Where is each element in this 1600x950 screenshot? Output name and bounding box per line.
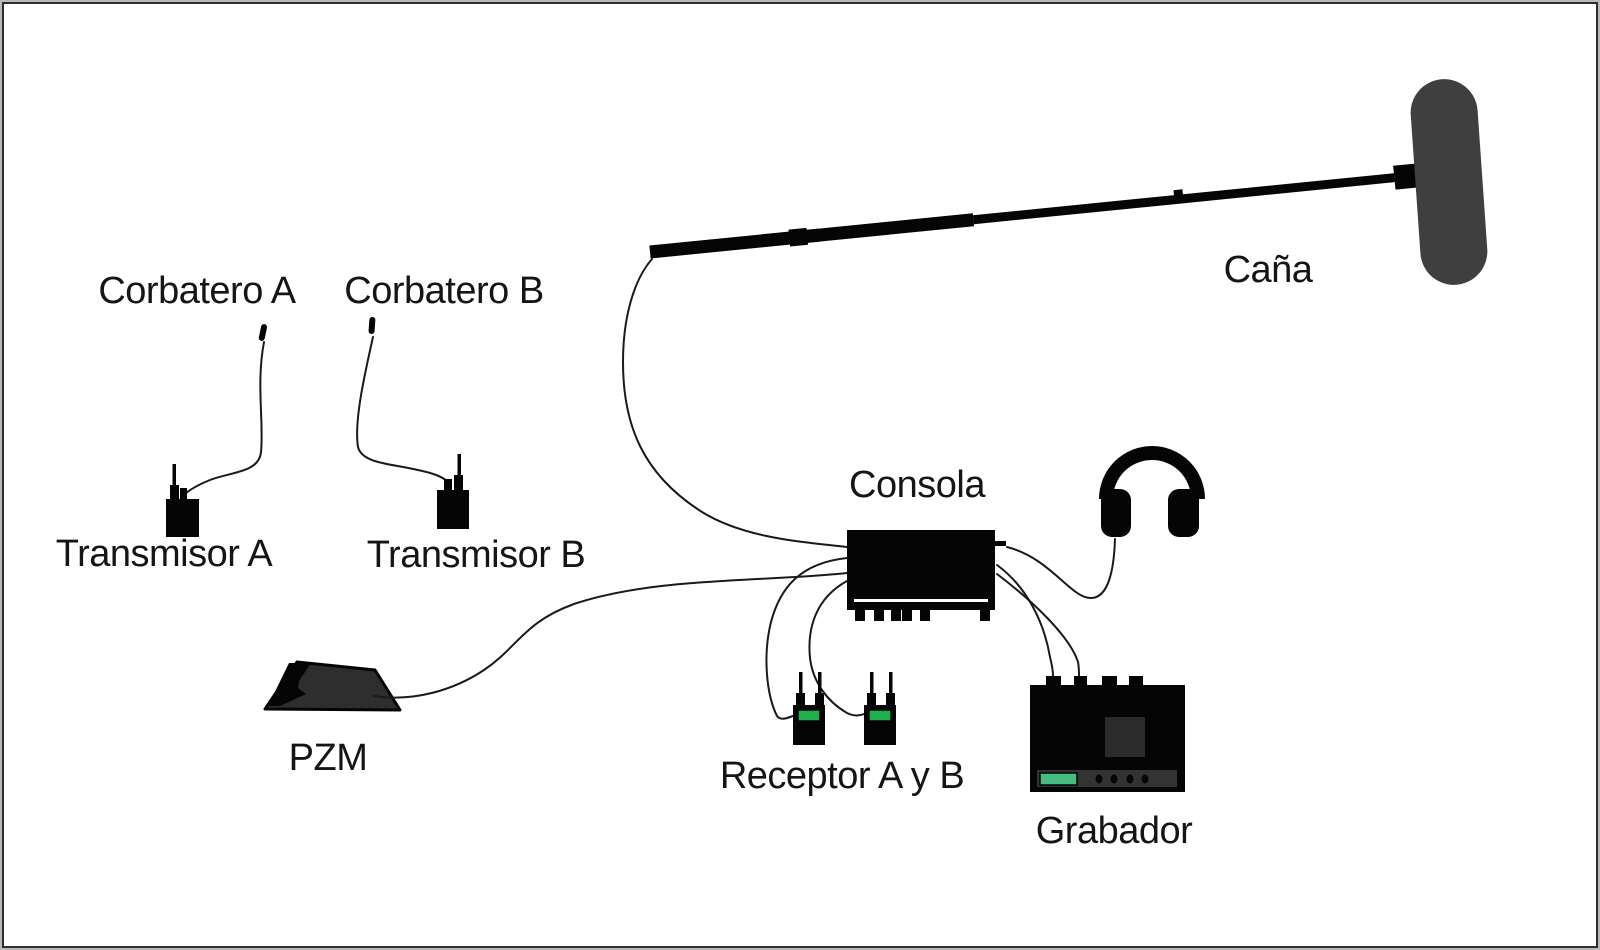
boom-pole (649, 162, 1427, 259)
receiver-b (864, 672, 896, 745)
lavalier-a-cable (185, 341, 265, 494)
recorder-cable-1 (996, 564, 1054, 677)
label-corbatero-b: Corbatero B (344, 270, 544, 312)
console (847, 530, 1006, 621)
headphones-cable (1006, 538, 1116, 600)
boom-cable (621, 258, 848, 548)
label-corbatero-a: Corbatero A (98, 270, 296, 312)
headphones-icon (1099, 446, 1205, 537)
boom-windscreen-icon (1410, 79, 1488, 285)
diagram-artwork (166, 79, 1488, 792)
pzm-mic-icon (263, 660, 402, 712)
receiver-a (793, 672, 825, 745)
receiver-a-cable (765, 557, 848, 720)
transmitter-b (437, 454, 469, 529)
label-transmisor-a: Transmisor A (55, 533, 273, 575)
transmitter-a (166, 464, 199, 537)
label-receptor-ab: Receptor A y B (719, 755, 965, 797)
pzm-cable (373, 572, 848, 699)
lavalier-b-mic-icon (368, 317, 376, 334)
label-grabador: Grabador (1035, 810, 1193, 852)
label-cana: Caña (1223, 249, 1313, 291)
recorder (1030, 676, 1185, 792)
label-transmisor-b: Transmisor B (366, 534, 586, 576)
label-pzm: PZM (288, 737, 368, 779)
lavalier-a-mic-icon (258, 324, 268, 341)
label-consola: Consola (849, 464, 985, 506)
lavalier-b-cable (356, 336, 448, 482)
recorder-cable-2 (996, 573, 1080, 677)
